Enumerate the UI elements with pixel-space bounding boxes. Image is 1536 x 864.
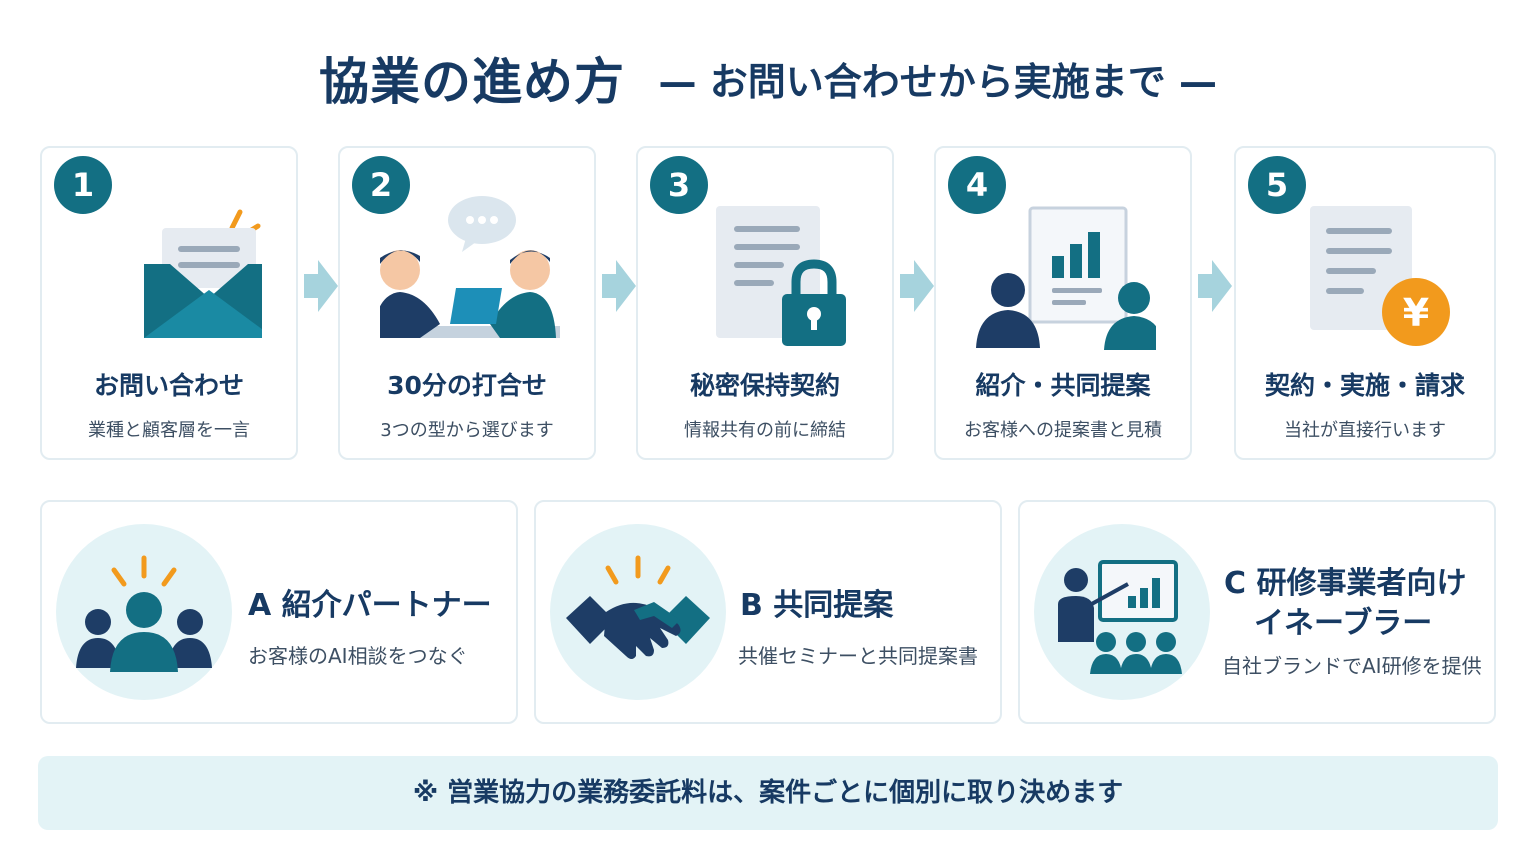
step-number-badge: 2 xyxy=(352,156,410,214)
option-description: お客様のAI相談をつなぐ xyxy=(248,644,468,668)
step-title: 契約・実施・請求 xyxy=(1264,371,1465,400)
step-title: 30分の打合せ xyxy=(387,371,547,400)
step-1-card: 1 お問い合わせ 業種と顧客層を一言 xyxy=(40,146,298,460)
meeting-icon xyxy=(380,196,560,338)
step-description: 情報共有の前に締結 xyxy=(684,420,846,441)
step-number-badge: 4 xyxy=(948,156,1006,214)
page-title: 協業の進め方 — お問い合わせから実施まで — xyxy=(0,42,1536,114)
step-title: 紹介・共同提案 xyxy=(975,371,1151,400)
option-icon-circle xyxy=(1034,524,1210,700)
title-main: 協業の進め方 xyxy=(318,53,625,111)
step-title: 秘密保持契約 xyxy=(689,371,840,400)
invoice-yen-icon: ¥ xyxy=(1310,206,1450,346)
option-title: B 共同提案 xyxy=(740,588,894,623)
step-4-card: 4 紹介・共同提案 お客様への提案書と見積 xyxy=(934,146,1192,460)
handshake-icon xyxy=(566,555,710,659)
option-c-card: C 研修事業者向け イネーブラー 自社ブランドでAI研修を提供 xyxy=(1018,500,1496,724)
step-description: 当社が直接行います xyxy=(1284,420,1446,441)
step-title: お問い合わせ xyxy=(93,371,244,400)
footnote-text: ※ 営業協力の業務委託料は、案件ごとに個別に取り決めます xyxy=(412,778,1124,808)
document-lock-icon xyxy=(716,206,846,346)
step-3-card: 3 秘密保持契約 情報共有の前に締結 xyxy=(636,146,894,460)
option-title: A 紹介パートナー xyxy=(248,588,492,623)
option-a-card: A 紹介パートナー お客様のAI相談をつなぐ xyxy=(40,500,518,724)
people-group-icon xyxy=(76,555,212,672)
option-title-line-2: イネーブラー xyxy=(1254,606,1433,641)
option-icon-circle xyxy=(56,524,232,700)
proposal-chart-icon xyxy=(976,206,1156,350)
option-icon-circle xyxy=(550,524,726,700)
step-description: 業種と顧客層を一言 xyxy=(88,420,250,441)
footnote-banner: ※ 営業協力の業務委託料は、案件ごとに個別に取り決めます xyxy=(38,756,1498,830)
title-subtitle: — お問い合わせから実施まで — xyxy=(658,59,1218,104)
arrow-right-icon xyxy=(1198,260,1232,312)
arrow-right-icon xyxy=(602,260,636,312)
step-description: お客様への提案書と見積 xyxy=(964,420,1162,441)
option-b-card: B 共同提案 共催セミナーと共同提案書 xyxy=(534,500,1002,724)
svg-text:¥: ¥ xyxy=(1403,291,1429,335)
option-title-line-1: C 研修事業者向け xyxy=(1224,566,1467,601)
presentation-icon xyxy=(1058,560,1182,674)
step-2-card: 2 30分の打合せ 3つの型から選びます xyxy=(338,146,596,460)
step-number-badge: 3 xyxy=(650,156,708,214)
envelope-icon xyxy=(144,209,262,338)
step-description: 3つの型から選びます xyxy=(380,420,554,441)
step-number-badge: 1 xyxy=(54,156,112,214)
step-number-badge: 5 xyxy=(1248,156,1306,214)
arrow-right-icon xyxy=(900,260,934,312)
step-5-card: 5 ¥ 契約・実施・請求 当社が直接行います xyxy=(1234,146,1496,460)
arrow-right-icon xyxy=(304,260,338,312)
option-description: 自社ブランドでAI研修を提供 xyxy=(1222,654,1482,678)
option-description: 共催セミナーと共同提案書 xyxy=(738,644,978,668)
